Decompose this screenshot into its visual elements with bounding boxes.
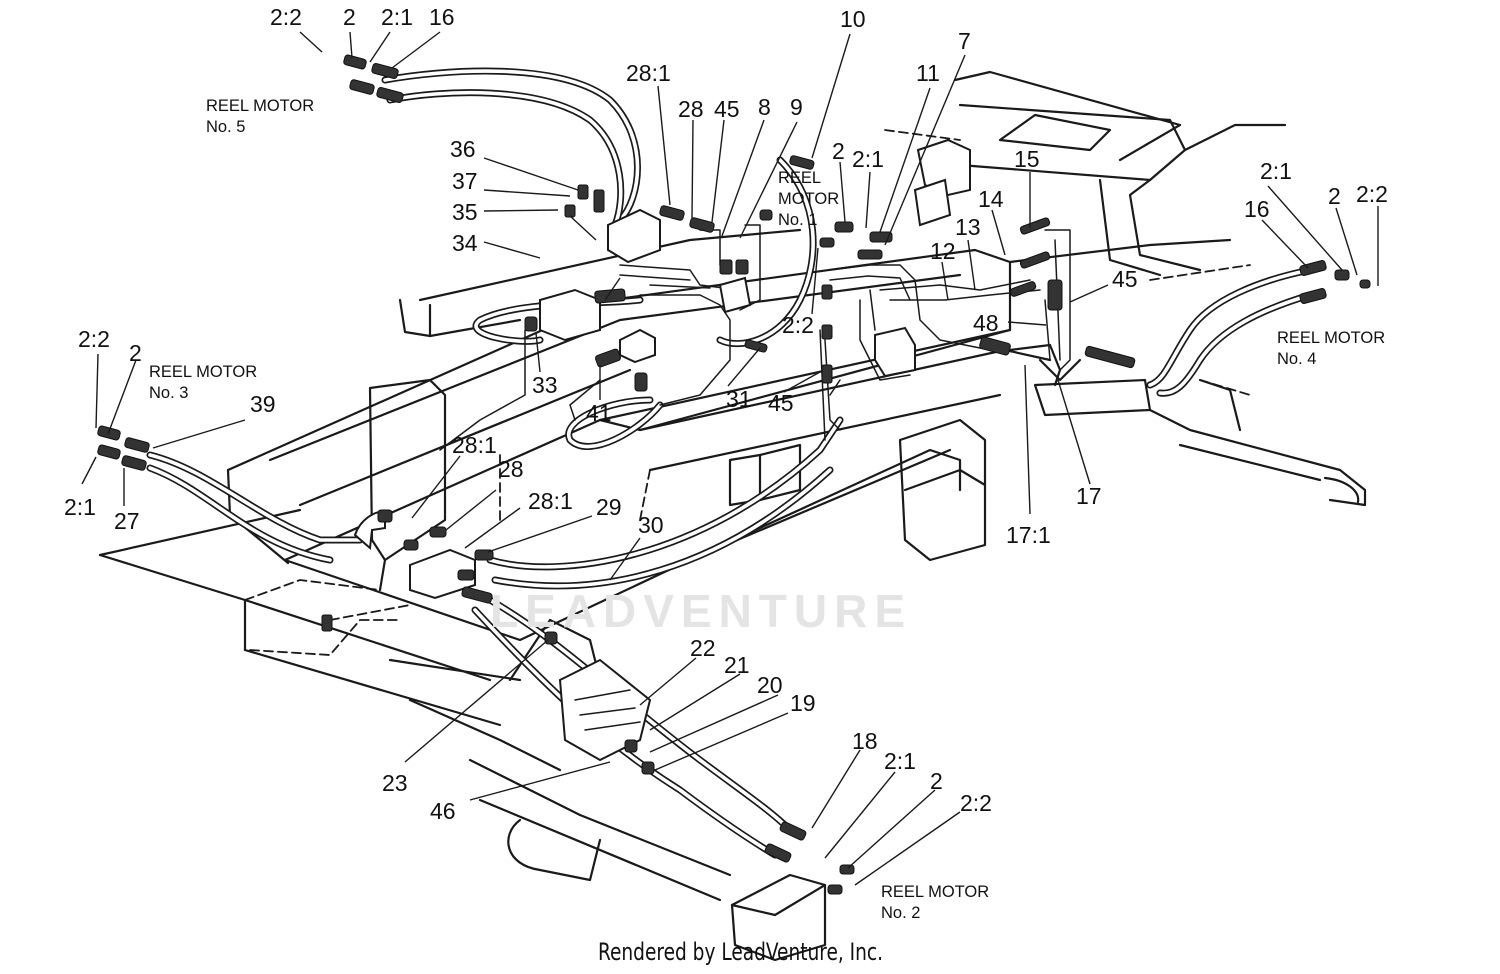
callout-label: 45 — [768, 390, 794, 416]
callout-label: 36 — [450, 136, 476, 162]
callout-label: 13 — [955, 214, 981, 240]
reel-motor-1-label: REEL MOTOR No. 1 — [778, 168, 839, 231]
callout-label: 39 — [250, 391, 276, 417]
callout-label: 2:1 — [852, 146, 884, 172]
callout-label: 2:1 — [381, 4, 413, 30]
callout-label: 29 — [596, 494, 622, 520]
callout-label: 35 — [452, 199, 478, 225]
callout-label: 41 — [586, 400, 612, 426]
callout-label: 11 — [916, 60, 940, 86]
callout-label: 34 — [452, 230, 478, 256]
components — [353, 138, 1082, 762]
callout-label: 28:1 — [528, 488, 573, 514]
callout-label: 10 — [840, 6, 866, 32]
callout-label: 27 — [114, 508, 140, 534]
callout-label: 2:2 — [78, 326, 110, 352]
callout-label: 2 — [129, 340, 142, 366]
leader-lines — [81, 31, 1379, 886]
callout-label: 2 — [343, 4, 356, 30]
reel-motor-2-line1: REEL MOTOR — [881, 883, 990, 901]
callout-label: 2 — [1328, 183, 1341, 209]
callout-label: 31 — [726, 386, 752, 412]
callout-label: 21 — [724, 652, 750, 678]
callout-label: 14 — [978, 186, 1004, 212]
callout-label: 2 — [832, 138, 845, 164]
callout-label: 2:2 — [960, 790, 992, 816]
callout-label: 45 — [1112, 266, 1138, 292]
reel-motor-5-line2: No. 5 — [206, 118, 246, 136]
reel-motor-2-line2: No. 2 — [881, 904, 921, 922]
callout-label: 28:1 — [626, 60, 671, 86]
callout-label: 17 — [1076, 483, 1102, 509]
callout-label: 15 — [1014, 146, 1040, 172]
reel-motor-1-line3: No. 1 — [778, 211, 818, 229]
reel-motor-5-line1: REEL MOTOR — [206, 97, 315, 115]
footer-credit: Rendered by LeadVenture, Inc. — [598, 938, 884, 966]
reel-motor-1-line1: REEL — [778, 169, 822, 187]
reel-motor-3-line2: No. 3 — [149, 384, 189, 402]
callout-label: 2:1 — [64, 494, 96, 520]
callout-label: 28:1 — [452, 432, 497, 458]
callout-label: 17:1 — [1006, 522, 1051, 548]
callout-label: 2:2 — [782, 312, 814, 338]
callout-label: 33 — [532, 372, 558, 398]
callout-label: 2 — [930, 768, 943, 794]
reel-motor-5-label: REEL MOTOR No. 5 — [206, 96, 314, 138]
callout-label: 2:2 — [1356, 181, 1388, 207]
callout-label: 2:1 — [1260, 158, 1292, 184]
callout-label: 46 — [430, 798, 456, 824]
callout-label: 22 — [690, 635, 716, 661]
callout-label: 28 — [678, 96, 704, 122]
reel-motor-4-line1: REEL MOTOR — [1277, 329, 1386, 347]
callout-label: 16 — [429, 4, 455, 30]
callout-label: 18 — [852, 728, 878, 754]
fittings — [97, 54, 1371, 895]
callout-label: 45 — [714, 96, 740, 122]
callout-label: 37 — [452, 168, 478, 194]
hidden-lines — [244, 129, 1251, 656]
hydraulic-hoses — [146, 67, 1314, 859]
watermark: LEADVENTURE — [490, 585, 913, 637]
callout-label: 12 — [930, 238, 956, 264]
reel-motor-1-line2: MOTOR — [778, 190, 840, 208]
callout-label: 2:2 — [270, 4, 302, 30]
reel-motor-4-line2: No. 4 — [1277, 350, 1317, 368]
callout-label: 20 — [757, 672, 783, 698]
reel-motor-3-label: REEL MOTOR No. 3 — [149, 362, 257, 404]
reel-motor-3-line1: REEL MOTOR — [149, 363, 258, 381]
callout-label: 2:1 — [884, 748, 916, 774]
callout-label: 19 — [790, 690, 816, 716]
callout-label: 9 — [790, 94, 803, 120]
callout-label: 28 — [498, 456, 524, 482]
callout-label: 30 — [638, 512, 664, 538]
callout-label: 16 — [1244, 196, 1270, 222]
callout-label: 7 — [958, 28, 971, 54]
callout-label: 8 — [758, 94, 771, 120]
callout-label: 23 — [382, 770, 408, 796]
reel-motor-2-label: REEL MOTOR No. 2 — [881, 882, 989, 924]
callout-label: 48 — [973, 310, 999, 336]
reel-motor-4-label: REEL MOTOR No. 4 — [1277, 328, 1385, 370]
